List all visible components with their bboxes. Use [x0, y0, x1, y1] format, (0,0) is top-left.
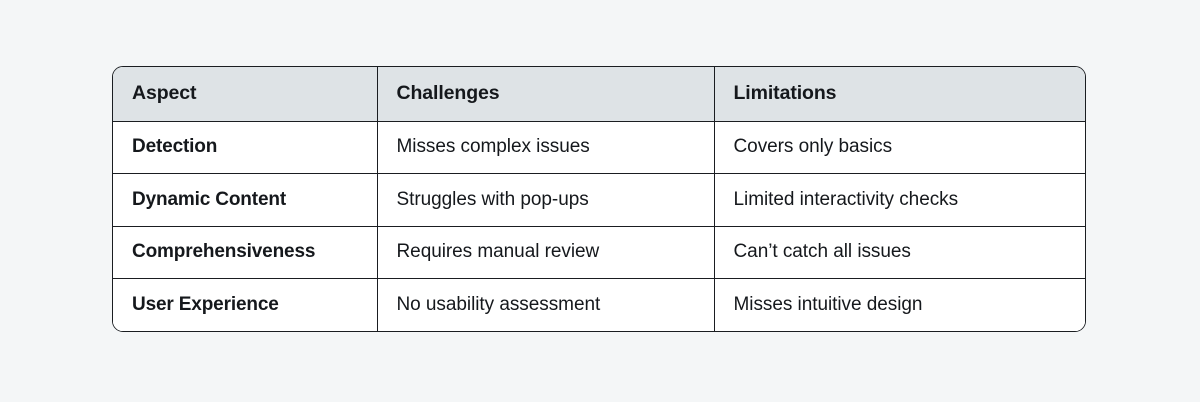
cell-challenges: Requires manual review	[377, 225, 715, 279]
table-row: Dynamic Content Struggles with pop-ups L…	[113, 173, 1085, 226]
column-header-limitations: Limitations	[714, 67, 1085, 122]
table-row: User Experience No usability assessment …	[113, 278, 1085, 331]
comparison-table: Aspect Challenges Limitations Detection …	[113, 67, 1085, 331]
cell-limitations: Limited interactivity checks	[714, 173, 1085, 226]
cell-challenges: Struggles with pop-ups	[377, 173, 715, 226]
table-header: Aspect Challenges Limitations	[113, 67, 1085, 122]
cell-limitations: Misses intuitive design	[714, 278, 1085, 331]
cell-aspect: Dynamic Content	[113, 173, 378, 226]
cell-aspect: Detection	[113, 121, 378, 174]
cell-aspect: User Experience	[113, 278, 378, 331]
table-row: Detection Misses complex issues Covers o…	[113, 121, 1085, 174]
comparison-table-container: Aspect Challenges Limitations Detection …	[112, 66, 1086, 332]
column-header-challenges: Challenges	[377, 67, 715, 122]
cell-limitations: Can’t catch all issues	[714, 225, 1085, 279]
cell-challenges: Misses complex issues	[377, 121, 715, 174]
column-header-aspect: Aspect	[113, 67, 378, 122]
table-header-row: Aspect Challenges Limitations	[113, 67, 1085, 122]
cell-aspect: Comprehensiveness	[113, 225, 378, 279]
cell-limitations: Covers only basics	[714, 121, 1085, 174]
cell-challenges: No usability assessment	[377, 278, 715, 331]
table-row: Comprehensiveness Requires manual review…	[113, 225, 1085, 279]
table-body: Detection Misses complex issues Covers o…	[113, 121, 1085, 331]
